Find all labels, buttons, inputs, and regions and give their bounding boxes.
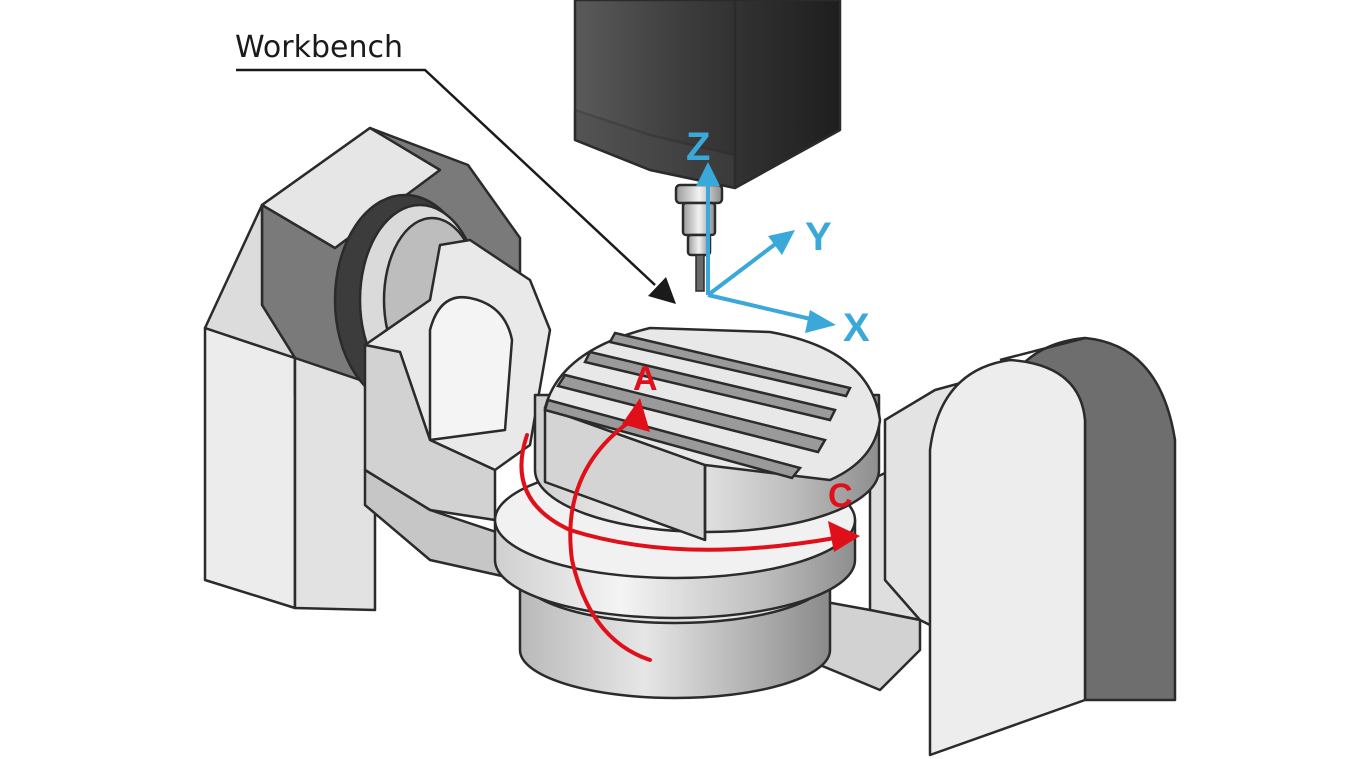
c-rotation-arc	[519, 433, 837, 552]
c-rotation-arrowhead	[828, 521, 860, 552]
y-axis-arrow	[706, 240, 780, 297]
x-axis-arrow	[707, 293, 816, 322]
x-axis-arrowhead	[805, 310, 836, 333]
right-trunnion-support	[883, 336, 1177, 757]
workbench-callout: Workbench	[235, 30, 676, 304]
workbench-table	[533, 326, 882, 542]
callout-leader-line	[236, 68, 656, 286]
z-axis-arrowhead	[696, 162, 720, 186]
workbench-label: Workbench	[235, 30, 403, 65]
x-axis-label: X	[843, 306, 870, 350]
z-axis-label: Z	[686, 125, 710, 169]
rotary-axes	[519, 398, 860, 662]
linear-axes	[696, 162, 836, 333]
a-rotation-arrowhead	[622, 398, 650, 432]
y-axis-label: Y	[805, 215, 832, 259]
callout-arrow-head	[648, 277, 676, 304]
a-rotation-arc	[568, 418, 652, 662]
c-axis-label: C	[828, 477, 853, 515]
y-axis-arrowhead	[768, 230, 795, 255]
a-axis-label: A	[633, 360, 658, 398]
